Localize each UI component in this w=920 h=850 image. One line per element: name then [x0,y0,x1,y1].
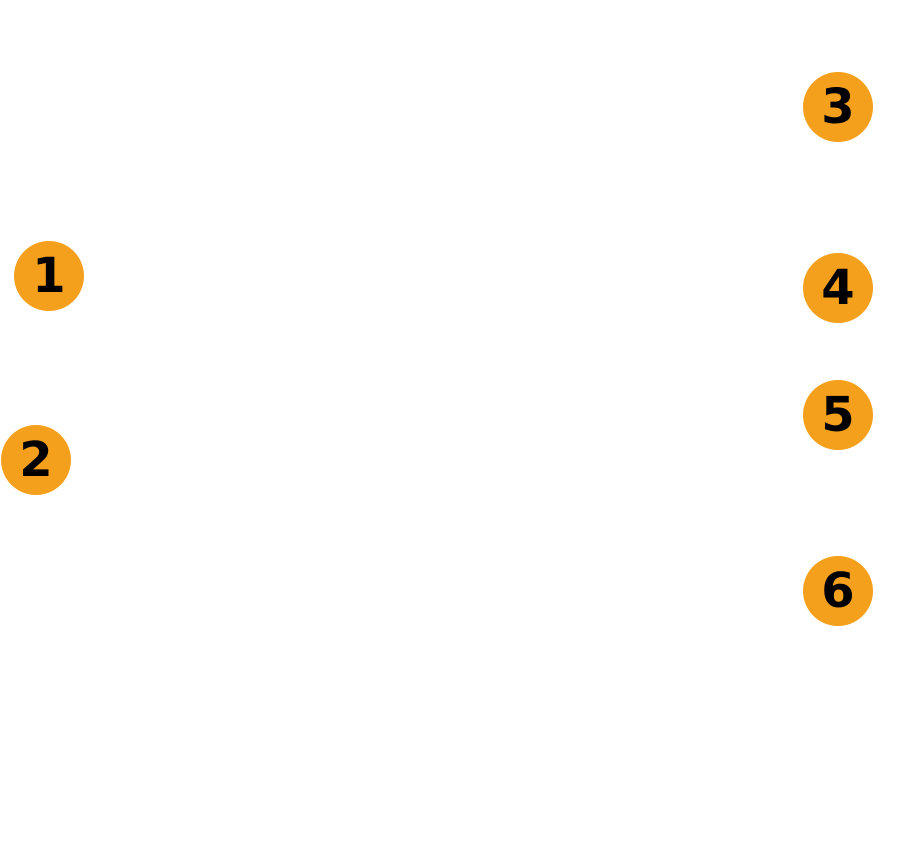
callout-marker-1: 1 [14,241,84,311]
callout-marker-2: 2 [1,425,71,495]
callout-marker-5: 5 [803,380,873,450]
callout-marker-6: 6 [803,556,873,626]
callout-marker-4: 4 [803,253,873,323]
callout-marker-3: 3 [803,72,873,142]
